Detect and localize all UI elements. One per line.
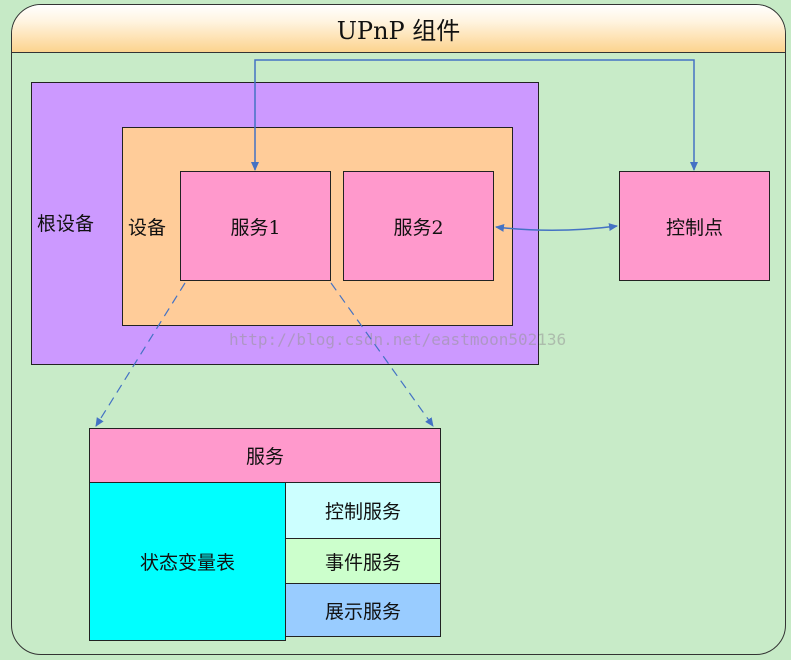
control-service: 控制服务 <box>285 482 441 539</box>
presentation-service: 展示服务 <box>285 583 441 637</box>
connector-service2-controlpoint <box>495 223 618 232</box>
connector-service1-controlpoint <box>251 59 698 171</box>
event-service: 事件服务 <box>285 538 441 584</box>
watermark-text: http://blog.csdn.net/eastmoon502136 <box>229 330 567 349</box>
service1-box: 服务1 <box>180 171 331 281</box>
service2-box: 服务2 <box>343 171 494 281</box>
diagram-title: UPnP 组件 <box>12 5 785 53</box>
state-variable-table: 状态变量表 <box>89 482 286 641</box>
root-device-label: 根设备 <box>37 213 95 235</box>
control-point-box: 控制点 <box>619 171 770 281</box>
detail-line-left <box>95 282 186 427</box>
device-label: 设备 <box>128 217 167 239</box>
detail-line-right <box>330 282 434 427</box>
